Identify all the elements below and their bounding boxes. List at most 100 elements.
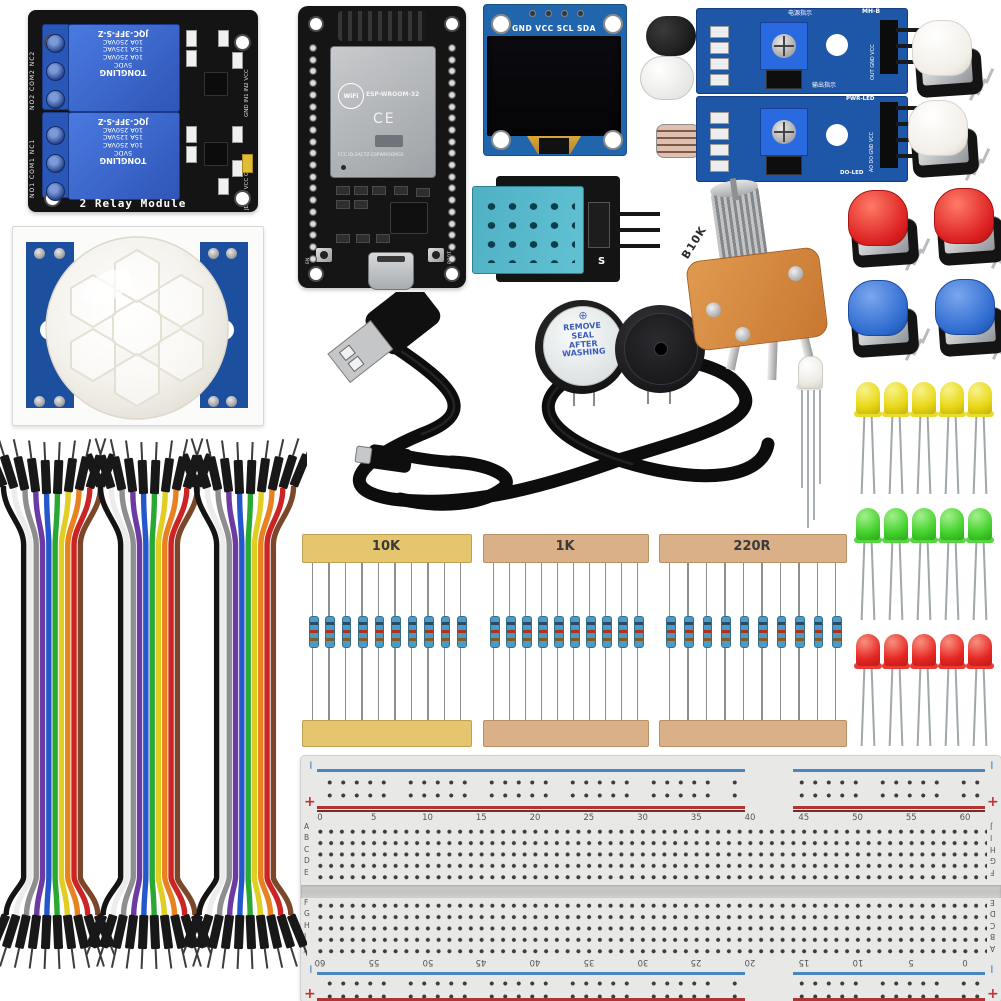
button-cap <box>935 279 995 335</box>
shield-dot <box>341 165 346 170</box>
micro-usb-connector <box>354 444 413 473</box>
relay-body-2: TONGLING 5VDC 10A 250VAC 15A 125VAC 10A … <box>68 112 180 200</box>
bb-row-letter: H <box>990 844 996 854</box>
led-lead <box>954 415 959 495</box>
relay-print: TONGLING 5VDC 10A 250VAC 15A 125VAC 10A … <box>73 116 173 165</box>
bb-row-letter: A <box>990 943 996 953</box>
led-bulb <box>912 508 936 540</box>
push-button-blue <box>925 279 1001 371</box>
led-bulb <box>940 382 964 414</box>
rail-line-blue <box>317 972 745 975</box>
resistor-lead <box>798 558 800 744</box>
smd-resistor <box>710 128 729 140</box>
button-pin <box>980 148 991 164</box>
active-buzzer: ⊕ REMOVE SEAL AFTER WASHING <box>535 292 635 410</box>
bb-col-number-mirrored: 55 <box>368 957 380 967</box>
resistor-lead <box>427 558 429 744</box>
pcb-hole <box>826 124 848 146</box>
boot-button <box>428 248 444 262</box>
bb-col-number-mirrored: 45 <box>475 957 487 967</box>
bb-col-number-mirrored: 25 <box>690 957 702 967</box>
en-button-cap <box>320 251 328 259</box>
led-yellow <box>910 382 940 497</box>
led-lead <box>982 667 987 747</box>
led-lead <box>916 415 921 495</box>
en-button <box>316 248 332 262</box>
esp32-shield: WiFi ESP-WROOM-32 CE FCC ID:2AC7Z-ESPWRO… <box>330 46 436 178</box>
bb-col-number-mirrored: 35 <box>583 957 595 967</box>
smd-part <box>354 186 368 195</box>
screw <box>54 248 65 259</box>
smd-part <box>336 200 350 209</box>
esp32-pin <box>309 114 317 123</box>
pot-body <box>685 246 829 352</box>
bb-row-letter: F <box>990 867 995 877</box>
resistor-body <box>721 616 731 648</box>
sensor-label-bottom: 输出指示 <box>812 82 837 89</box>
led-lead <box>888 667 893 747</box>
dht11-smd <box>588 202 610 248</box>
resistor-body <box>506 616 516 648</box>
resistor-lead <box>361 558 363 744</box>
resistor-body <box>586 616 596 648</box>
relay-module: NO2 COM2 NC2 NO1 COM1 NC1 TONGLING 5VDC … <box>28 8 262 216</box>
led-lead <box>888 415 893 495</box>
rail-holes <box>795 776 981 802</box>
smd-resistor <box>232 126 243 143</box>
bb-col-number-mirrored: 10 <box>852 957 863 967</box>
ir-led <box>646 16 696 56</box>
resistor-lead <box>724 558 726 744</box>
button-cap <box>908 100 968 156</box>
button-cap <box>934 188 994 244</box>
resistor-lead <box>328 558 330 744</box>
resistor-body <box>325 616 335 648</box>
buzzer-top <box>624 313 698 385</box>
trimpot <box>760 22 808 70</box>
resistor-lead <box>493 558 495 744</box>
relay-spec: 10A 250VAC <box>102 125 144 134</box>
push-button-red <box>838 190 938 282</box>
rail-plus-mark: + <box>304 794 316 810</box>
rail-line-red <box>317 806 745 809</box>
esp32-pin <box>448 55 456 64</box>
led-bulb <box>940 634 964 666</box>
pot-screw <box>787 265 805 282</box>
buzzer-seal: ⊕ REMOVE SEAL AFTER WASHING <box>543 306 623 386</box>
bb-col-number: 25 <box>583 813 595 823</box>
resistor-body <box>758 616 768 648</box>
led-flange <box>882 663 910 669</box>
sensor-label-top: 电源指示 <box>788 10 813 17</box>
esp32-pin <box>448 254 456 263</box>
sensor-pin-labels: AO DO GND VCC <box>870 132 875 172</box>
pin-header <box>880 20 898 74</box>
dht11-marking: S <box>598 256 606 267</box>
dht11-block <box>472 186 584 274</box>
screw <box>226 396 237 407</box>
resistor-tape-top <box>659 534 847 563</box>
relay-spec: 5VDC <box>113 148 133 157</box>
resistor-lead <box>687 558 689 744</box>
led-bulb <box>884 508 908 540</box>
led-red <box>854 634 884 749</box>
flame-sensor-module: 电源指示 MH-B 输出指示 OUT GND VCC <box>640 6 932 100</box>
screw <box>54 396 65 407</box>
terminal-screw <box>46 154 65 173</box>
led-flange <box>966 663 994 669</box>
resistor-lead <box>621 558 623 744</box>
rail-plus-mark: + <box>304 986 316 1001</box>
terminal-screw <box>46 34 65 53</box>
screw <box>34 396 45 407</box>
smd-part <box>372 186 386 195</box>
led-flange <box>966 537 994 543</box>
resistor-lead <box>525 558 527 744</box>
resistor-lead <box>394 558 396 744</box>
smd-resistor <box>186 50 197 67</box>
resistor-group-1K: 1K <box>483 530 649 750</box>
esp32-pin <box>309 254 317 263</box>
resistor-body <box>407 616 418 648</box>
led-lead <box>870 541 875 621</box>
smd-part <box>336 234 350 243</box>
esp32-pin <box>448 90 456 99</box>
mounting-hole <box>603 130 623 150</box>
sensor-model-label: MH-B <box>862 8 881 15</box>
